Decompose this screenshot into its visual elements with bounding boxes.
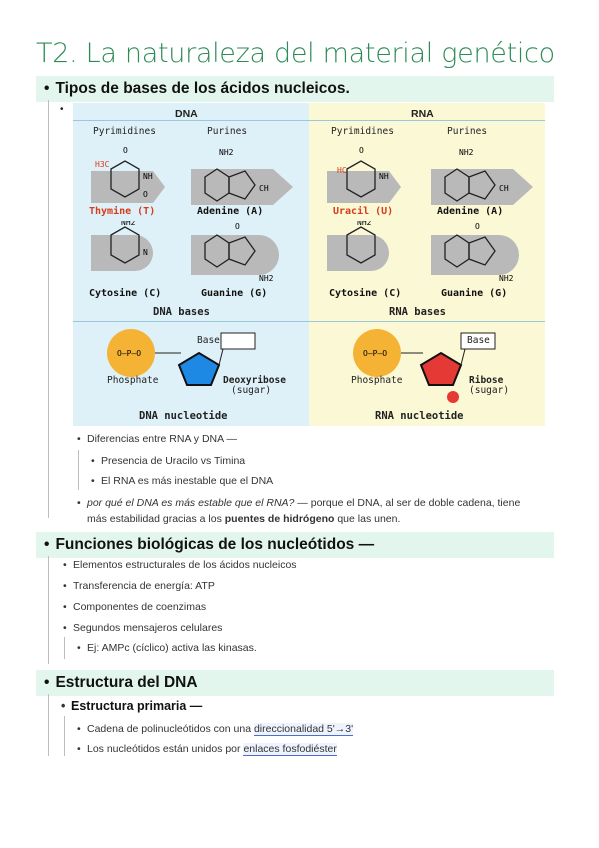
- dna-header: DNA: [175, 108, 198, 120]
- divider: [73, 321, 309, 322]
- svg-text:H3C: H3C: [95, 160, 110, 169]
- dna-phosphate-label: Phosphate: [107, 375, 159, 386]
- rna-adenine-label: Adenine (A): [437, 206, 504, 217]
- section-heading-text: Funciones biológicas de los nucleótidos …: [55, 536, 375, 553]
- highlighted-link[interactable]: enlaces fosfodiéster: [243, 743, 337, 756]
- nucleic-bases-figure: DNA Pyrimidines Purines H3C O NH O NH2 C…: [73, 103, 545, 426]
- pyrimidines-label: Pyrimidines: [331, 126, 394, 137]
- answer-bold: puentes de hidrógeno: [224, 513, 335, 525]
- svg-text:NH2: NH2: [459, 148, 474, 157]
- cytosine-guanine-structures: NH2 N O NH2: [91, 221, 279, 283]
- question-text: por qué el DNA es más estable que el RNA…: [87, 497, 295, 509]
- list-item: Transferencia de energía: ATP: [63, 580, 215, 592]
- section-heading-text: Tipos de bases de los ácidos nucleicos.: [55, 80, 350, 97]
- rna-cytosine-label: Cytosine (C): [329, 288, 402, 299]
- svg-text:HC: HC: [337, 166, 347, 175]
- dna-sugar-sub: (sugar): [231, 385, 272, 396]
- dna-base-box-label: Base: [197, 335, 220, 346]
- list-text: Los nucleótidos están unidos por: [87, 743, 244, 755]
- divider: [309, 321, 545, 322]
- svg-text:NH: NH: [143, 172, 153, 181]
- svg-text:O: O: [475, 222, 480, 231]
- svg-text:O: O: [143, 190, 148, 199]
- list-item-estabilidad-line2: más estabilidad gracias a los puentes de…: [87, 513, 400, 525]
- svg-text:O: O: [123, 146, 128, 155]
- answer-text: — porque el DNA, al ser de doble cadena,…: [294, 497, 521, 509]
- list-item-estabilidad: por qué el DNA es más estable que el RNA…: [77, 497, 537, 509]
- section-heading-estructura: •Estructura del DNA: [36, 670, 554, 696]
- svg-text:CH: CH: [259, 184, 269, 193]
- cytosine-guanine-structures: NH2 O NH2: [327, 221, 519, 283]
- svg-text:CH: CH: [499, 184, 509, 193]
- dna-panel: DNA Pyrimidines Purines H3C O NH O NH2 C…: [73, 103, 309, 426]
- list-item: Elementos estructurales de los ácidos nu…: [63, 559, 297, 571]
- svg-text:O–P–O: O–P–O: [363, 349, 387, 358]
- indent-guide: [48, 556, 49, 664]
- purines-label: Purines: [207, 126, 248, 137]
- answer-text: más estabilidad gracias a los: [87, 513, 225, 525]
- answer-text: que las unen.: [334, 513, 401, 525]
- dna-adenine-label: Adenine (A): [197, 206, 264, 217]
- rna-sugar-sub: (sugar): [469, 385, 510, 396]
- section-heading-bases: •Tipos de bases de los ácidos nucleicos.: [36, 76, 554, 102]
- svg-text:NH: NH: [379, 172, 389, 181]
- dna-thymine-label: Thymine (T): [89, 206, 156, 217]
- divider: [73, 120, 309, 121]
- svg-text:O–P–O: O–P–O: [117, 349, 141, 358]
- page-title: T2. La naturaleza del material genético: [36, 38, 555, 69]
- indent-guide: [48, 694, 49, 756]
- highlighted-link[interactable]: direccionalidad 5'→3': [253, 723, 354, 736]
- rna-nucleotide-label: RNA nucleotide: [375, 410, 464, 422]
- svg-text:O: O: [359, 146, 364, 155]
- figure-bullet: •: [60, 104, 64, 115]
- dna-cytosine-label: Cytosine (C): [89, 288, 162, 299]
- list-item: Segundos mensajeros celulares: [63, 622, 222, 634]
- svg-text:NH2: NH2: [121, 221, 136, 227]
- rna-phosphate-label: Phosphate: [351, 375, 403, 386]
- list-item-inestable: El RNA es más inestable que el DNA: [91, 475, 273, 487]
- rna-uracil-label: Uracil (U): [333, 206, 394, 217]
- rna-guanine-label: Guanine (G): [441, 288, 508, 299]
- section-heading-funciones: •Funciones biológicas de los nucleótidos…: [36, 532, 554, 558]
- rna-bases-label: RNA bases: [389, 306, 446, 318]
- section-heading-text: Estructura del DNA: [55, 674, 198, 691]
- purines-label: Purines: [447, 126, 488, 137]
- indent-guide: [78, 450, 79, 490]
- dna-guanine-label: Guanine (G): [201, 288, 268, 299]
- thymine-adenine-structures: H3C O NH O NH2 CH: [91, 146, 293, 205]
- indent-guide: [64, 637, 65, 659]
- list-item-uracilo: Presencia de Uracilo vs Timina: [91, 455, 245, 467]
- list-item: Componentes de coenzimas: [63, 601, 206, 613]
- rna-sugar-label: Ribose: [469, 375, 504, 386]
- rna-base-box-label: Base: [467, 335, 490, 346]
- svg-text:NH2: NH2: [357, 221, 372, 227]
- svg-text:N: N: [143, 248, 148, 257]
- rna-nucleotide-structure: O–P–O: [353, 329, 496, 403]
- list-item-enlaces: Los nucleótidos están unidos por enlaces…: [77, 743, 337, 756]
- divider: [309, 120, 545, 121]
- dna-bases-label: DNA bases: [153, 306, 210, 318]
- uracil-adenine-structures: HC O NH NH2 CH: [327, 146, 533, 205]
- dna-nucleotide-label: DNA nucleotide: [139, 410, 228, 422]
- dna-nucleotide-structure: O–P–O: [107, 329, 256, 386]
- indent-guide: [64, 716, 65, 756]
- svg-text:NH2: NH2: [219, 148, 234, 157]
- list-item-estructura-primaria: Estructura primaria —: [61, 699, 202, 713]
- rna-panel: RNA Pyrimidines Purines HC O NH NH2 CH U…: [309, 103, 545, 426]
- indent-guide: [48, 100, 49, 518]
- list-item: Ej: AMPc (cíclico) activa las kinasas.: [77, 642, 257, 654]
- svg-text:NH2: NH2: [259, 274, 274, 283]
- svg-text:NH2: NH2: [499, 274, 514, 283]
- list-item-cadena: Cadena de polinucleótidos con una direcc…: [77, 723, 354, 736]
- svg-text:O: O: [235, 222, 240, 231]
- rna-header: RNA: [411, 108, 434, 120]
- dna-sugar-label: Deoxyribose: [223, 375, 286, 386]
- list-text: Cadena de polinucleótidos con una: [87, 723, 254, 735]
- list-item-diferencias: Diferencias entre RNA y DNA —: [77, 433, 237, 445]
- pyrimidines-label: Pyrimidines: [93, 126, 156, 137]
